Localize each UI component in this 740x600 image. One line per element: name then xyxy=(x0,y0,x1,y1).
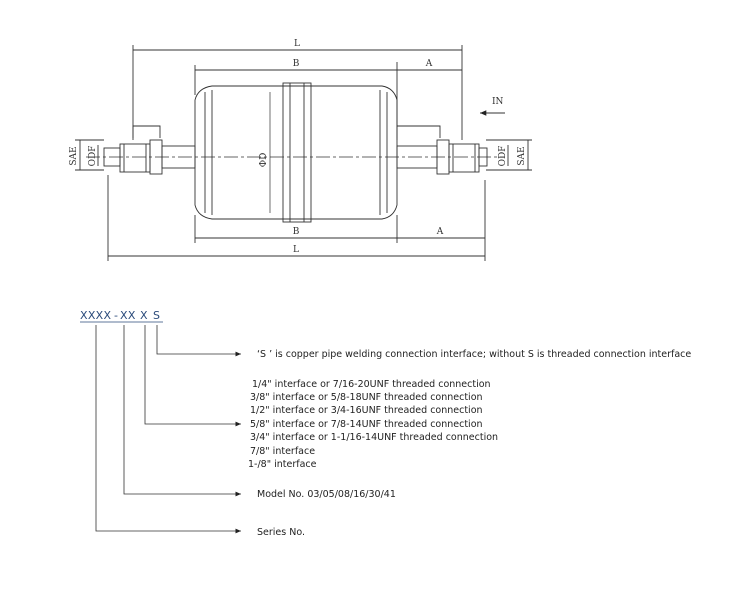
interface-3: 1/2" interface or 3/4-16UNF threaded con… xyxy=(250,405,483,416)
label-flow-in: IN xyxy=(492,97,504,107)
label-diameter: ΦD xyxy=(259,153,269,168)
interface-6: 7/8" interface xyxy=(250,446,315,457)
model-part-s: S xyxy=(153,309,160,322)
label-sae-left: SAE xyxy=(69,146,79,165)
model-part-dash: - xyxy=(114,309,118,322)
leader-lines xyxy=(95,325,241,534)
label-A-top: A xyxy=(425,59,433,69)
interface-4: 5/8" interface or 7/8-14UNF threaded con… xyxy=(250,419,483,430)
label-sae-right: SAE xyxy=(517,146,527,165)
label-B-bottom: B xyxy=(293,227,300,237)
center-band xyxy=(282,82,312,223)
legend-notes: ‘S ’ is copper pipe welding connection i… xyxy=(248,349,691,538)
interface-1: 1/4" interface or 7/16-20UNF threaded co… xyxy=(252,379,491,390)
label-odf-left: ODF xyxy=(88,146,98,167)
series-no-label: Series No. xyxy=(257,527,305,538)
label-L-top: L xyxy=(294,39,300,49)
label-odf-right: ODF xyxy=(498,146,508,167)
label-L-bottom: L xyxy=(293,245,299,255)
model-part-interface: X xyxy=(140,309,148,322)
interface-7: 1-/8" interface xyxy=(248,459,317,470)
s-note: ‘S ’ is copper pipe welding connection i… xyxy=(257,349,691,360)
interface-2: 3/8" interface or 5/8-18UNF threaded con… xyxy=(250,392,483,403)
technical-drawing xyxy=(75,45,532,261)
model-part-model: XX xyxy=(120,309,136,322)
filter-body xyxy=(194,85,398,220)
model-part-series: XXXX xyxy=(80,309,112,322)
label-A-bottom: A xyxy=(436,227,444,237)
label-B-top: B xyxy=(293,59,300,69)
interface-5: 3/4" interface or 1-1/16-14UNF threaded … xyxy=(250,432,498,443)
drawing-labels: L B A B A L ΦD IN SAE ODF ODF SAE xyxy=(69,39,527,255)
model-code: XXXX - XX X S xyxy=(80,309,163,323)
model-no-label: Model No. 03/05/08/16/30/41 xyxy=(257,489,396,500)
